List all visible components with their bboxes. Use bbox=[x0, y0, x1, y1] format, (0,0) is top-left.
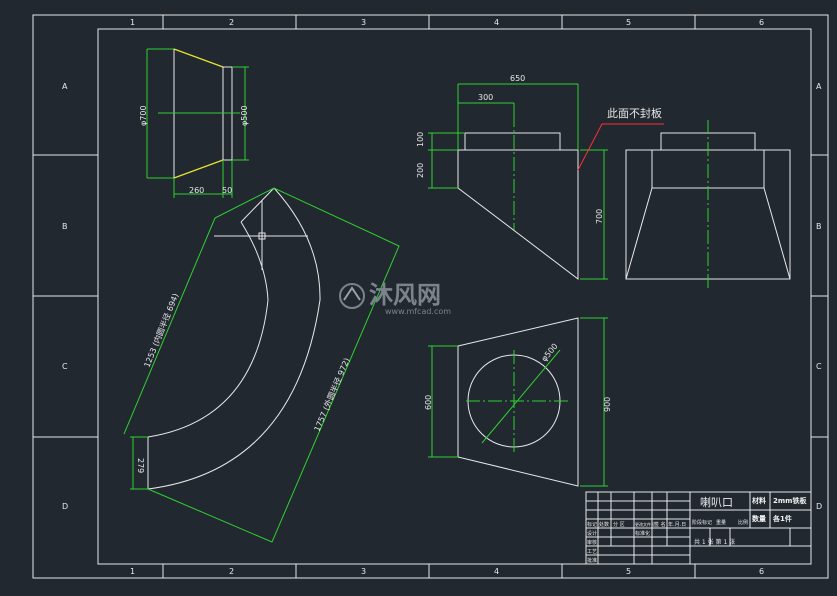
cell-approve: 批准 bbox=[587, 557, 597, 564]
col-num-2: 2 bbox=[229, 18, 234, 27]
row-letter-d: D bbox=[62, 502, 68, 511]
watermark-brand: 沐风网 bbox=[369, 281, 441, 309]
zone-ticks bbox=[33, 15, 828, 578]
qty-label: 数量 bbox=[752, 514, 766, 523]
development-view: 279 1253 (内圆半径 694) 1757 (外圆半径 972) bbox=[123, 187, 400, 543]
dim-dia-500: φ500 bbox=[240, 105, 249, 126]
end-view bbox=[625, 120, 791, 290]
cell-sheets: 共 1 张 第 1 张 bbox=[694, 538, 735, 546]
watermark: 沐风网 www.mfcad.com bbox=[339, 281, 451, 316]
note-not-sealed: 此面不封板 bbox=[607, 106, 662, 120]
row-letter-a-right: A bbox=[816, 82, 822, 91]
watermark-url: www.mfcad.com bbox=[385, 307, 451, 316]
col-num-1-bottom: 1 bbox=[130, 567, 135, 576]
dim-dia-700: φ700 bbox=[139, 105, 148, 126]
row-letter-c: C bbox=[62, 362, 68, 371]
cell-stage: 阶段标记 bbox=[692, 519, 712, 526]
dim-279: 279 bbox=[136, 458, 145, 473]
part-name: 喇叭口 bbox=[700, 495, 733, 509]
cell-zone: 分 区 bbox=[613, 521, 625, 528]
row-letter-d-right: D bbox=[816, 502, 822, 511]
dim-300: 300 bbox=[478, 93, 493, 102]
cell-count: 处数 bbox=[599, 521, 609, 528]
material-label: 材料 bbox=[751, 496, 766, 505]
qty-value: 各1件 bbox=[772, 514, 792, 523]
cell-sign: 签 名 bbox=[654, 521, 666, 528]
col-num-4: 4 bbox=[494, 18, 499, 27]
plan-view: 600 900 φ500 bbox=[424, 317, 612, 487]
title-block: 喇叭口 材料 2mm铁板 数量 各1件 标记 处数 分 区 更改文件号 签 名 … bbox=[585, 491, 812, 565]
cell-process: 工艺 bbox=[587, 549, 597, 555]
cell-change-doc: 更改文件号 bbox=[635, 521, 655, 527]
front-elevation-view: φ700 φ500 260 50 bbox=[139, 48, 249, 198]
col-num-5: 5 bbox=[626, 18, 631, 27]
watermark-logo-icon bbox=[339, 283, 365, 309]
col-num-1: 1 bbox=[130, 18, 135, 27]
dim-200: 200 bbox=[416, 163, 425, 178]
dim-600: 600 bbox=[424, 395, 433, 410]
material-value: 2mm铁板 bbox=[773, 496, 807, 505]
row-letter-b-right: B bbox=[816, 222, 822, 231]
cell-mark: 标记 bbox=[587, 521, 597, 528]
dim-900: 900 bbox=[603, 397, 612, 412]
cell-standard: 标准化 bbox=[635, 530, 650, 537]
cell-date: 年.月.日 bbox=[668, 521, 686, 528]
col-num-6: 6 bbox=[759, 18, 764, 27]
col-num-6-bottom: 6 bbox=[759, 567, 764, 576]
row-letter-a: A bbox=[62, 82, 68, 91]
inner-frame bbox=[97, 28, 812, 565]
dim-outer-arc: 1757 (外圆半径 972) bbox=[312, 356, 352, 433]
cell-scale: 比例 bbox=[738, 519, 748, 526]
dim-650: 650 bbox=[510, 74, 525, 83]
col-num-4-bottom: 4 bbox=[494, 567, 499, 576]
dim-plan-dia-500: φ500 bbox=[540, 342, 560, 364]
cell-weight: 重量 bbox=[716, 519, 726, 526]
col-num-5-bottom: 5 bbox=[626, 567, 631, 576]
col-num-3-bottom: 3 bbox=[361, 567, 366, 576]
dim-700: 700 bbox=[595, 209, 604, 224]
dim-50: 50 bbox=[222, 186, 232, 195]
dim-260: 260 bbox=[189, 186, 204, 195]
row-letter-b: B bbox=[62, 222, 68, 231]
dim-100: 100 bbox=[416, 132, 425, 147]
side-elevation-view: 650 300 100 200 700 此面不封板 bbox=[416, 74, 664, 281]
dim-inner-arc: 1253 (内圆半径 694) bbox=[142, 292, 181, 369]
cell-design: 设计 bbox=[587, 530, 597, 537]
row-letter-c-right: C bbox=[816, 362, 822, 371]
col-num-3: 3 bbox=[361, 18, 366, 27]
cell-review: 审核 bbox=[587, 539, 597, 546]
col-num-2-bottom: 2 bbox=[229, 567, 234, 576]
